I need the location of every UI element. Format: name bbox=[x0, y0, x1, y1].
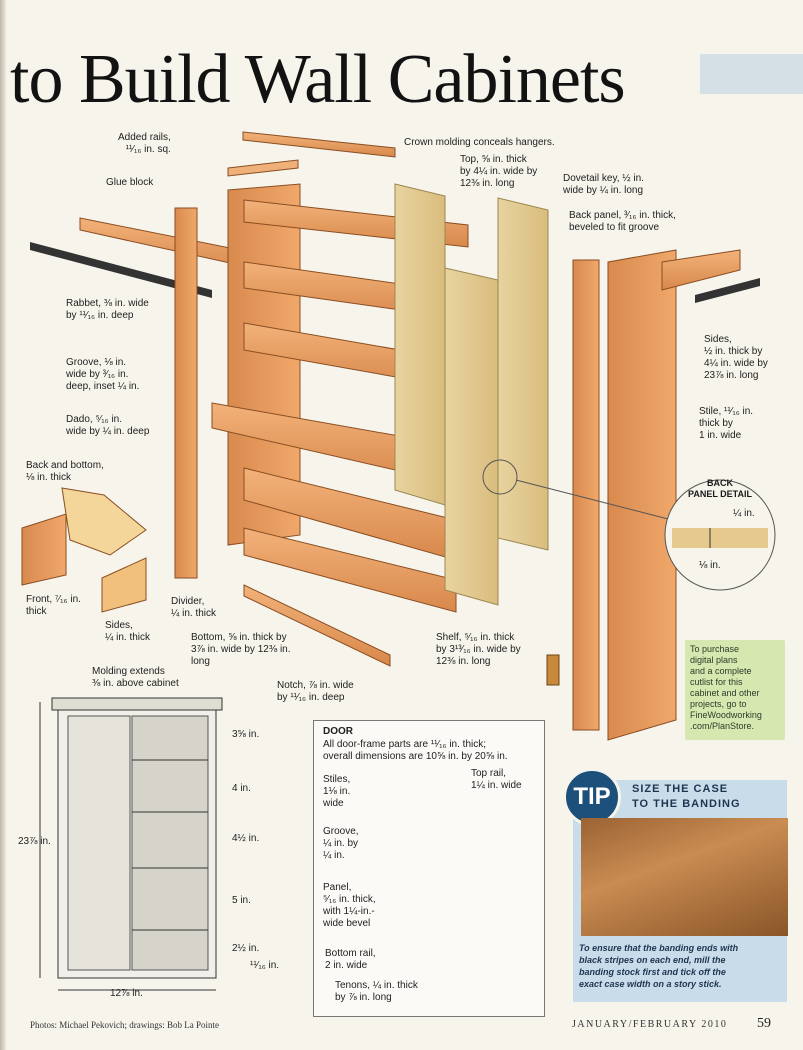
label-front: Front, ⁷⁄₁₆ in. thick bbox=[26, 594, 81, 617]
page-headline: to Build Wall Cabinets bbox=[10, 41, 626, 118]
label-sides-main: Sides, ½ in. thick by 4¼ in. wide by 23⅞… bbox=[704, 334, 768, 381]
drawer-front bbox=[21, 513, 67, 586]
label-crown-molding: Crown molding conceals hangers. bbox=[404, 137, 555, 148]
elevation-width: 12⅞ in. bbox=[110, 988, 143, 999]
back-panel-left bbox=[394, 183, 446, 506]
added-rail-piece bbox=[242, 131, 396, 158]
back-panel-right bbox=[497, 197, 549, 551]
drawer-back-bottom bbox=[61, 487, 147, 556]
door-panel: Panel, ⁵⁄₁₆ in. thick, with 1¼-in.- wide… bbox=[323, 882, 376, 929]
hinge-hardware bbox=[546, 654, 560, 686]
right-stile bbox=[572, 259, 600, 731]
door-title: DOOR bbox=[323, 726, 353, 737]
issue-date: JANUARY/FEBRUARY 2010 bbox=[572, 1019, 728, 1030]
right-crown-molding bbox=[661, 249, 741, 291]
back-panel-detail-title: BACK PANEL DETAIL bbox=[688, 478, 753, 499]
hanger-rail-right bbox=[695, 278, 760, 303]
label-notch: Notch, ⅞ in. wide by ¹¹⁄₁₆ in. deep bbox=[277, 680, 354, 703]
right-side-panel bbox=[607, 249, 677, 741]
label-added-rails: Added rails, ¹¹⁄₁₆ in. sq. bbox=[118, 132, 171, 155]
door-bottom-rail: Bottom rail, 2 in. wide bbox=[325, 948, 376, 971]
front-rail bbox=[243, 584, 391, 667]
purchase-callout bbox=[685, 640, 785, 740]
left-stile bbox=[174, 207, 198, 579]
elevation-spacing-3: 4½ in. bbox=[232, 833, 260, 844]
label-molding-extends: Molding extends ⅜ in. above cabinet bbox=[92, 666, 179, 689]
label-back-panel: Back panel, ³⁄₁₆ in. thick, beveled to f… bbox=[569, 210, 676, 233]
photo-credit: Photos: Michael Pekovich; drawings: Bob … bbox=[30, 1020, 219, 1030]
label-bottom: Bottom, ⅝ in. thick by 3⅞ in. wide by 12… bbox=[191, 632, 291, 667]
elevation-spacing-2: 4 in. bbox=[232, 783, 251, 794]
label-glue-block: Glue block bbox=[106, 177, 154, 188]
label-dado: Dado, ⁵⁄₁₆ in. wide by ¼ in. deep bbox=[66, 414, 150, 437]
label-drawer-sides: Sides, ¼ in. thick bbox=[105, 620, 151, 643]
tip-photo bbox=[581, 818, 788, 936]
elevation-spacing-4: 5 in. bbox=[232, 895, 251, 906]
elevation-spacing-5: 2½ in. bbox=[232, 943, 260, 954]
elevation-height: 23⅞ in. bbox=[18, 836, 51, 847]
label-divider: Divider, ¼ in. thick bbox=[171, 596, 217, 619]
elevation-spacing-1: 3⅝ in. bbox=[232, 729, 260, 740]
tip-caption: To ensure that the banding ends with bla… bbox=[579, 943, 739, 989]
page-number: 59 bbox=[757, 1016, 771, 1031]
door-top-rail: Top rail, 1¼ in. wide bbox=[471, 768, 522, 791]
header-color-band bbox=[700, 54, 803, 94]
purchase-callout-text: To purchase digital plans and a complete… bbox=[690, 644, 762, 731]
back-panel-detail-circle bbox=[664, 479, 776, 591]
glue-block-piece bbox=[227, 159, 299, 177]
label-rabbet: Rabbet, ⅜ in. wide by ¹¹⁄₁₆ in. deep bbox=[66, 298, 149, 321]
label-top: Top, ⅝ in. thick by 4¼ in. wide by 12⅜ i… bbox=[460, 154, 538, 189]
detail-dim-b: ⅛ in. bbox=[699, 560, 721, 571]
label-stile: Stile, ¹¹⁄₁₆ in. thick by 1 in. wide bbox=[699, 406, 754, 441]
door-stiles: Stiles, 1⅛ in. wide bbox=[323, 774, 351, 809]
door-groove: Groove, ¼ in. by ¼ in. bbox=[323, 826, 359, 861]
back-panel-mid bbox=[444, 267, 499, 606]
label-groove: Groove, ⅛ in. wide by ³⁄₁₆ in. deep, ins… bbox=[66, 357, 140, 392]
door-note: All door-frame parts are ¹¹⁄₁₆ in. thick… bbox=[323, 739, 508, 762]
door-detail-box bbox=[313, 720, 545, 1017]
detail-dim-a: ¼ in. bbox=[733, 508, 755, 519]
door-tenons: Tenons, ¼ in. thick by ⅞ in. long bbox=[335, 980, 418, 1003]
tip-title: SIZE THE CASE TO THE BANDING bbox=[632, 783, 741, 810]
bottom-board bbox=[243, 527, 457, 613]
elevation-small-dim: ¹¹⁄₁₆ in. bbox=[250, 960, 280, 971]
elevation-cabinet bbox=[39, 697, 223, 991]
page-spine-shadow bbox=[0, 0, 6, 1050]
label-back-bottom: Back and bottom, ⅛ in. thick bbox=[26, 460, 104, 483]
magnifier-circle bbox=[482, 459, 673, 521]
label-dovetail-key: Dovetail key, ½ in. wide by ¼ in. long bbox=[563, 173, 644, 196]
label-shelf: Shelf, ⁵⁄₁₆ in. thick by 3¹³⁄₁₆ in. wide… bbox=[436, 632, 521, 667]
drawer-side bbox=[101, 557, 147, 613]
hanger-rail-left bbox=[30, 242, 212, 298]
